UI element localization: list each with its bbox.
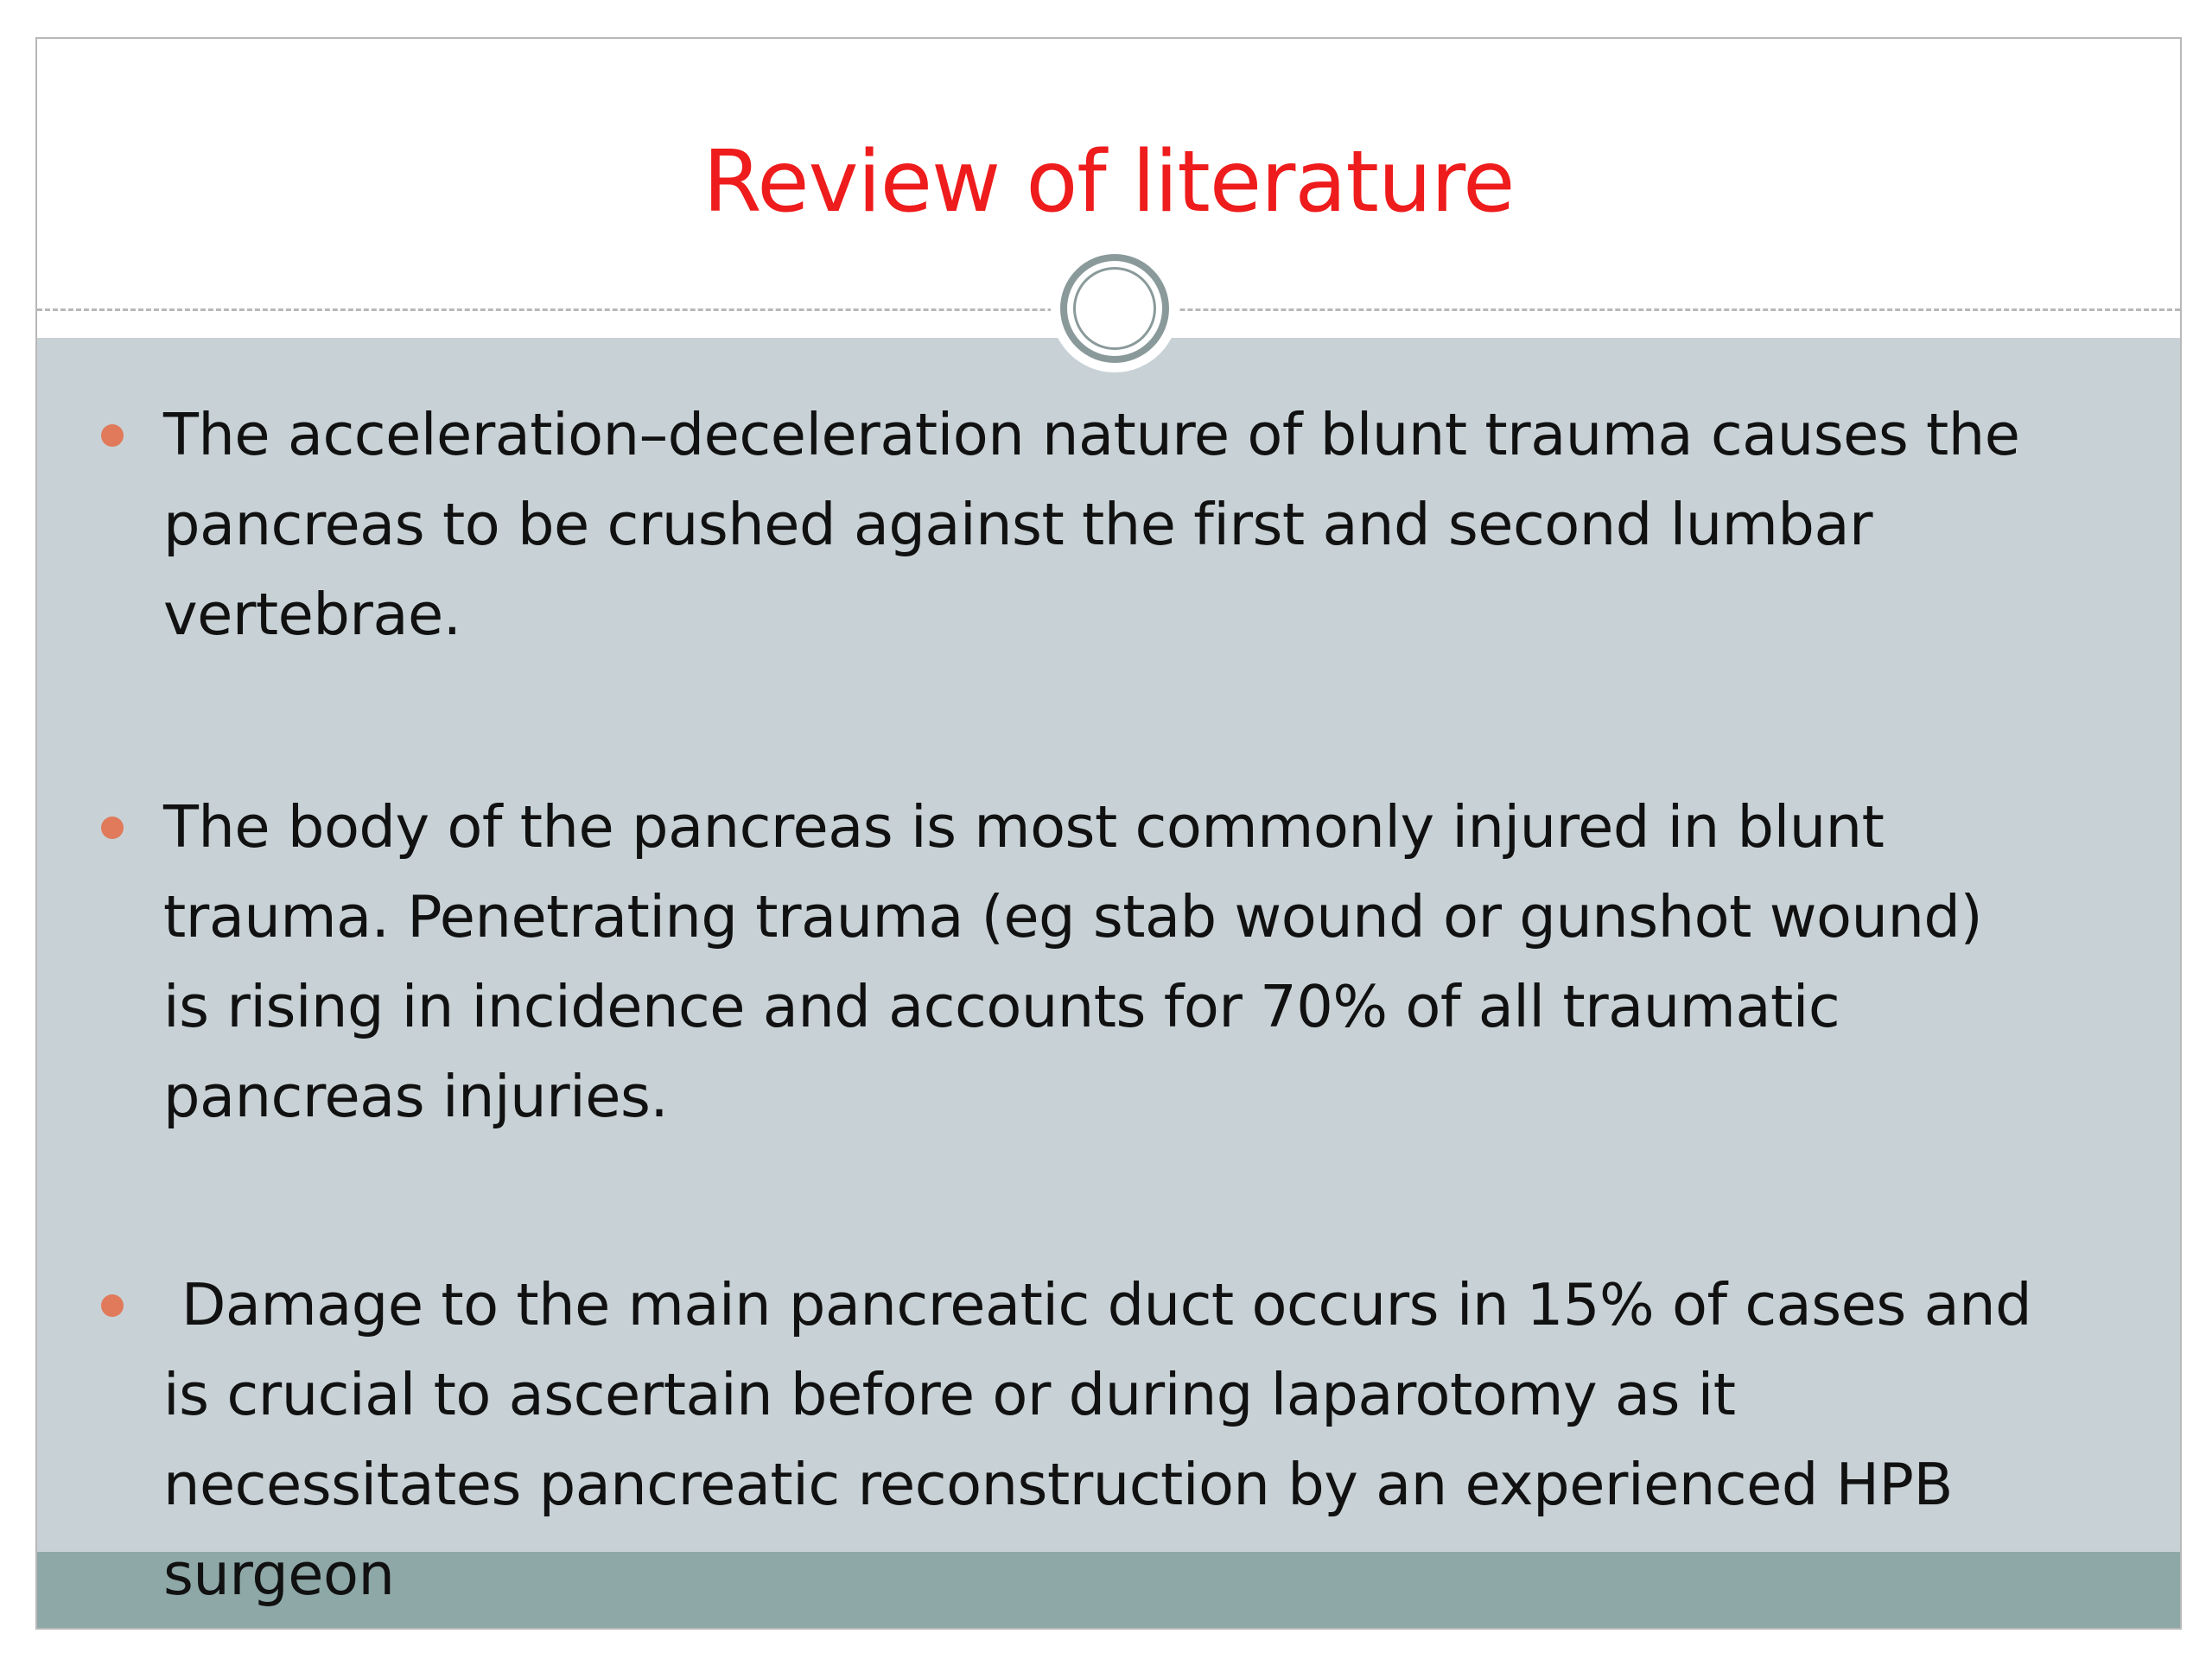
bullet-dot-icon [101, 817, 124, 839]
bullet-line: is rising in incidence and accounts for … [163, 973, 1840, 1040]
bullet-line: trauma. Penetrating trauma (eg stab woun… [163, 883, 1983, 950]
bullet-line: The acceleration–deceleration nature of … [163, 401, 2020, 468]
bullet-line: The body of the pancreas is most commonl… [163, 793, 1885, 861]
circle-ornament-inner [1073, 267, 1156, 350]
slide-title: Review of literature [702, 133, 1516, 232]
bullet-line: vertebrae. [163, 581, 461, 648]
bullet-list: The acceleration–deceleration nature of … [37, 39, 2180, 1628]
slide: Review of literature The acceleration–de… [35, 37, 2182, 1630]
footer-band [37, 1552, 2180, 1628]
bullet-line: is crucial to ascertain before or during… [163, 1361, 1736, 1428]
bullet-text: The acceleration–deceleration nature of … [163, 390, 2151, 659]
bullet-line: necessitates pancreatic reconstruction b… [163, 1451, 1953, 1518]
bullet-text: The body of the pancreas is most commonl… [163, 782, 2151, 1141]
bullet-line: Damage to the main pancreatic duct occur… [163, 1271, 2032, 1338]
content-panel [37, 338, 2180, 1588]
bullet-line: pancreas injuries. [163, 1063, 669, 1130]
bullet-line: pancreas to be crushed against the first… [163, 491, 1873, 558]
bullet-text: Damage to the main pancreatic duct occur… [163, 1260, 2151, 1619]
bullet-dot-icon [101, 424, 124, 447]
bullet-line: surgeon [163, 1541, 395, 1608]
bullet-dot-icon [101, 1294, 124, 1317]
